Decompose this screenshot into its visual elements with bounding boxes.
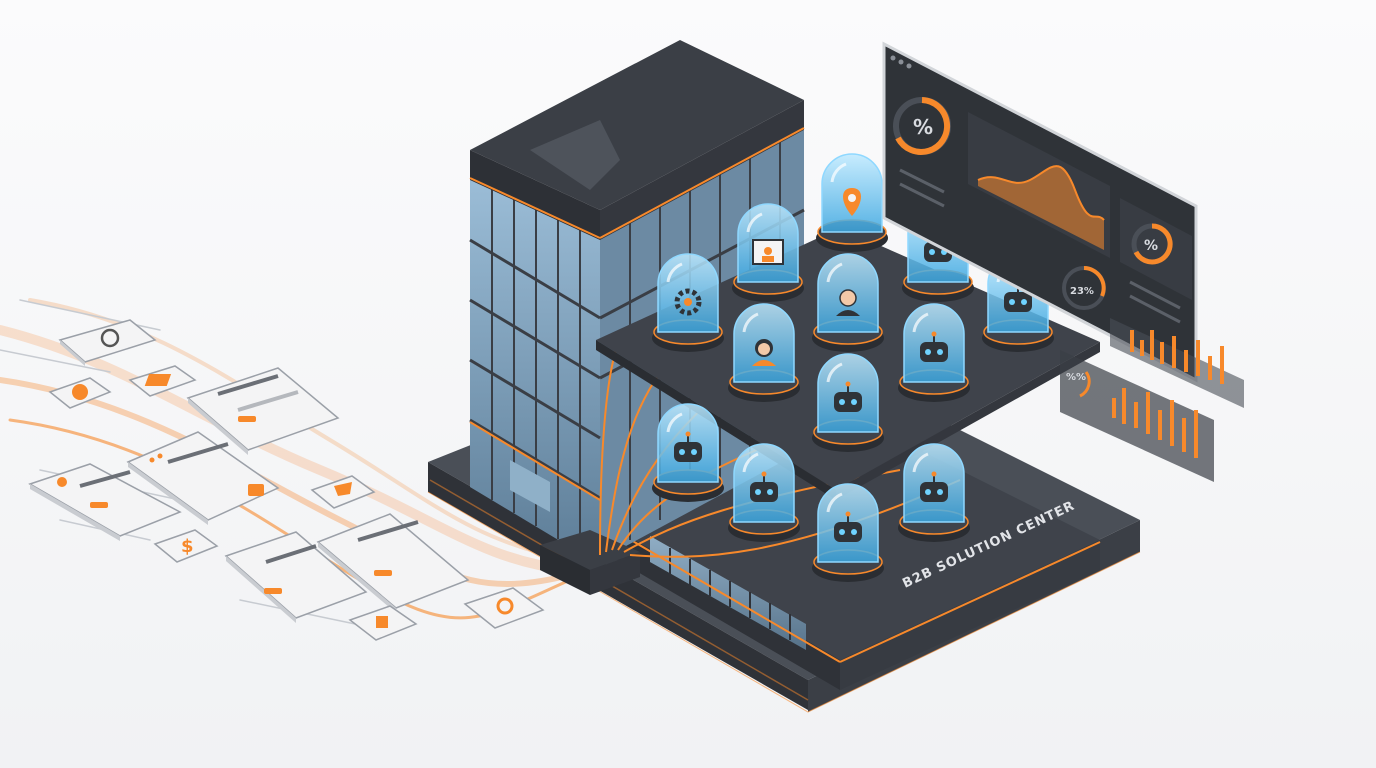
roof-vent	[530, 120, 620, 190]
form-card	[224, 531, 368, 623]
dollar-icon: $	[181, 536, 194, 557]
ai-pod	[816, 153, 888, 252]
form-card	[316, 513, 470, 613]
gear-icon	[100, 328, 120, 348]
ai-pod	[732, 203, 804, 302]
ai-pod	[812, 253, 884, 352]
dollar-card: $	[153, 529, 219, 563]
analytics-dashboard: % % 23%	[882, 41, 1244, 482]
user-icon	[57, 477, 67, 487]
gear-icon	[496, 597, 514, 615]
floating-cards: $	[28, 319, 545, 641]
gauge-value: %%	[1066, 372, 1086, 383]
robot-icon	[750, 471, 778, 502]
gauge-widget: 23%	[1062, 266, 1106, 310]
money-card	[128, 365, 197, 397]
gauge-value: %	[1144, 238, 1158, 254]
gear-card	[463, 587, 545, 629]
gauge-value: 23%	[1070, 286, 1094, 297]
ai-pod	[652, 253, 724, 352]
robot-icon	[920, 471, 948, 502]
ai-pod	[898, 303, 970, 402]
document-icon	[376, 616, 388, 628]
profile-window-icon	[752, 239, 784, 265]
cart-icon	[334, 482, 352, 496]
gauge-widget: %	[893, 97, 951, 155]
ai-pod	[652, 403, 724, 502]
ai-pod	[898, 443, 970, 542]
bar-chart-widget: %%	[1060, 350, 1214, 482]
document-card	[348, 605, 418, 641]
ai-pod	[812, 353, 884, 452]
person-icon	[836, 289, 860, 316]
ai-pod	[812, 483, 884, 582]
gauge-widget: %	[1120, 198, 1192, 300]
woman-icon	[752, 339, 776, 366]
form-card	[186, 367, 340, 455]
gauge-value: %	[913, 115, 933, 139]
bar-chart-widget	[1110, 318, 1244, 408]
robot-icon	[674, 431, 702, 462]
ai-pod	[728, 303, 800, 402]
robot-icon	[834, 381, 862, 412]
gear-card	[58, 319, 157, 366]
dollar-icon	[72, 384, 88, 400]
ai-pod	[728, 443, 800, 542]
area-chart-widget	[968, 112, 1110, 258]
gear-icon	[674, 288, 702, 316]
banknote-icon	[144, 374, 172, 386]
cart-card	[310, 475, 376, 509]
form-card	[126, 431, 280, 525]
dollar-card	[48, 377, 112, 409]
robot-icon	[920, 331, 948, 362]
location-pin-icon	[843, 188, 861, 216]
robot-icon	[834, 511, 862, 542]
form-card	[28, 463, 182, 541]
